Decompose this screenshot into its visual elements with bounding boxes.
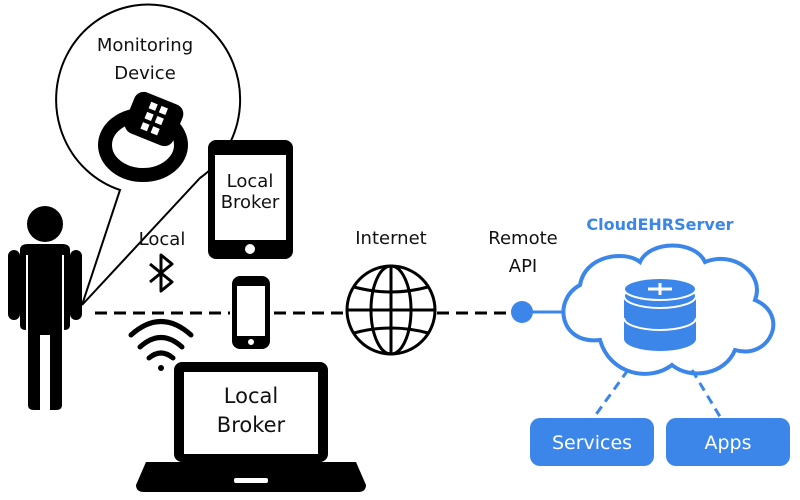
monitoring-device-bubble: Monitoring Device bbox=[55, 3, 242, 306]
cloud-server-label: CloudEHRServer bbox=[586, 215, 733, 234]
services-label: Services bbox=[552, 432, 632, 454]
bluetooth-icon bbox=[149, 253, 174, 293]
services-box: Services bbox=[530, 418, 654, 466]
internet-label: Internet bbox=[355, 228, 426, 249]
person-icon bbox=[8, 206, 82, 410]
remote-api-label-line1: Remote bbox=[488, 228, 557, 249]
wristband-icon bbox=[98, 91, 188, 182]
remote-api-endpoint bbox=[511, 301, 568, 323]
laptop-broker-label-line2: Broker bbox=[217, 413, 286, 437]
service-links bbox=[590, 369, 724, 421]
tablet-broker-label-line1: Local bbox=[227, 171, 274, 192]
laptop-icon: Local Broker bbox=[136, 362, 366, 492]
laptop-broker-label-line1: Local bbox=[224, 384, 278, 408]
wifi-icon bbox=[128, 319, 194, 371]
monitoring-device-label-line1: Monitoring bbox=[97, 35, 193, 56]
apps-label: Apps bbox=[704, 432, 751, 454]
globe-icon bbox=[345, 264, 437, 356]
remote-api-label-line2: API bbox=[509, 256, 537, 277]
tablet-broker-label-line2: Broker bbox=[221, 192, 280, 213]
apps-box: Apps bbox=[666, 418, 790, 466]
monitoring-device-label-line2: Device bbox=[114, 63, 176, 84]
tablet-icon: Local Broker bbox=[208, 140, 293, 259]
local-connection-label: Local bbox=[139, 229, 186, 250]
database-icon bbox=[623, 277, 697, 351]
smartphone-icon bbox=[232, 276, 270, 349]
